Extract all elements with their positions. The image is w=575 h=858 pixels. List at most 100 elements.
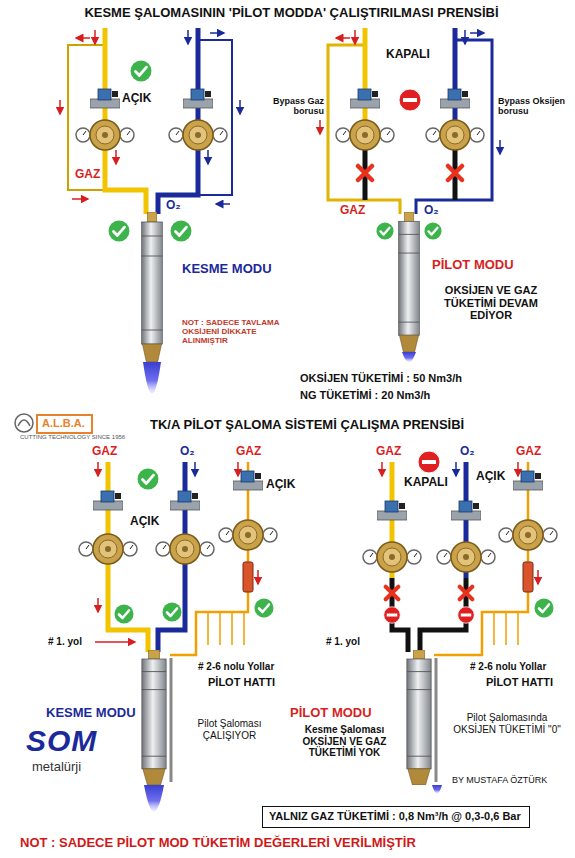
illustration-use xyxy=(448,166,462,180)
illustration-path xyxy=(210,32,224,34)
illustration-path xyxy=(95,641,135,643)
illustration-path xyxy=(187,30,189,44)
illustration-path xyxy=(143,362,161,394)
illustration-use xyxy=(131,61,152,82)
illustration-use xyxy=(171,221,192,242)
illustration-use xyxy=(142,212,163,362)
illustration-path xyxy=(216,203,230,205)
state-label: AÇIK xyxy=(122,92,151,106)
illustration-use xyxy=(169,120,227,150)
oxygen-label: O₂ xyxy=(180,445,195,459)
illustration-use xyxy=(440,89,470,108)
illustration-path xyxy=(257,570,259,584)
author-credit: BY MUSTAFA ÖZTÜRK xyxy=(452,775,547,785)
illustration-use xyxy=(535,599,554,618)
illustration-use xyxy=(377,501,407,520)
box-text: A.L.B.A. xyxy=(42,417,87,430)
illustration-use xyxy=(513,471,543,490)
illustration-rect xyxy=(243,562,253,592)
torch-note: Pilot Şalomasında OKSİJEN TÜKETİMİ "0" xyxy=(444,712,570,735)
page-title: KESME ŞALOMASININ 'PİLOT MODDA' ÇALIŞTIR… xyxy=(4,6,575,21)
gas-label: GAZ xyxy=(236,445,261,459)
illustration-path xyxy=(144,785,164,812)
illustration-path xyxy=(194,462,196,476)
alba-logo-mark xyxy=(15,414,33,432)
path-label: # 1. yol xyxy=(48,636,82,648)
illustration-circle xyxy=(15,414,33,432)
illustration-path xyxy=(499,140,501,154)
oxygen-label: O₂ xyxy=(424,204,439,218)
path-label: # 2-6 nolu Yollar xyxy=(198,661,274,673)
illustration-use xyxy=(138,469,159,490)
gas-label: GAZ xyxy=(340,204,365,218)
illustration-use xyxy=(384,607,401,624)
state-label: AÇIK xyxy=(266,478,295,492)
illustration-use xyxy=(424,222,441,239)
illustration-use xyxy=(336,120,394,150)
illustration-use xyxy=(363,542,421,572)
bottom-left-pipes xyxy=(79,462,277,812)
illustration-path xyxy=(72,198,88,200)
torch-note: Kesme Şaloması OKSİJEN VE GAZ TÜKETİMİ Y… xyxy=(292,724,397,759)
illustration-path xyxy=(237,462,239,476)
illustration-path xyxy=(336,37,350,39)
torch-note: Pilot Şaloması ÇALIŞIYOR xyxy=(182,718,277,741)
illustration-use xyxy=(399,212,420,352)
illustration-use xyxy=(163,603,182,622)
illustration-path xyxy=(402,352,416,362)
illustration-path xyxy=(354,30,356,44)
illustration-path xyxy=(464,30,466,44)
illustration-path xyxy=(470,32,484,34)
gas-label: GAZ xyxy=(92,445,117,459)
illustration-path xyxy=(115,150,117,164)
illustration-use xyxy=(109,221,130,242)
logo-tagline: CUTTING TECHNOLOGY SINCE 1956 xyxy=(20,434,125,441)
consumption-note: OKSİJEN VE GAZ TÜKETİMİ DEVAM EDİYOR xyxy=(432,284,550,322)
illustration-use xyxy=(426,120,484,150)
gas-label: GAZ xyxy=(516,445,541,459)
illustration-path xyxy=(18,420,30,426)
illustration-line xyxy=(435,658,438,782)
illustration-use xyxy=(115,605,134,624)
illustration-path xyxy=(97,598,99,612)
illustration-use xyxy=(437,542,495,572)
bypass-label: Bypass Gaz borusu xyxy=(266,96,324,117)
line-label: PİLOT HATTI xyxy=(208,676,275,689)
illustration-path xyxy=(94,30,96,44)
illustration-use xyxy=(233,471,263,490)
state-label: AÇIK xyxy=(130,515,159,529)
gas-label: GAZ xyxy=(74,168,101,182)
illustration-path xyxy=(198,40,232,195)
line-label: PİLOT HATTI xyxy=(486,676,553,689)
box-text: YALNIZ GAZ TÜKETİMİ : 0,8 Nm³/h @ 0,3-0,… xyxy=(269,810,523,823)
illustration-use xyxy=(90,89,120,108)
bottom-right-pipes xyxy=(363,451,557,794)
mode-label: PİLOT MODU xyxy=(290,706,372,721)
illustration-use xyxy=(255,599,274,618)
path-label: # 2-6 nolu Yollar xyxy=(470,661,546,673)
illustration-path xyxy=(319,120,321,134)
illustration-use xyxy=(407,650,431,785)
bypass-label: Bypass Oksijen borusu xyxy=(498,96,570,117)
illustration-use xyxy=(219,520,277,550)
illustration-use xyxy=(399,89,421,111)
illustration-use xyxy=(350,89,380,108)
gas-label: GAZ xyxy=(376,445,401,459)
brand-subtitle: metalürji xyxy=(32,760,81,775)
footer-note: NOT : SADECE PİLOT MOD TÜKETİM DEĞERLERİ… xyxy=(20,836,416,851)
illustration-use xyxy=(451,501,481,520)
illustration-use xyxy=(93,491,123,510)
illustration-path xyxy=(68,45,105,190)
illustration-path xyxy=(455,462,457,476)
oxygen-label: O₂ xyxy=(166,199,181,213)
note-text: NOT : SADECE TAVLAMA OKSİJENİ DİKKATE AL… xyxy=(182,318,297,346)
section-title: TK/A PİLOT ŞALOMA SİSTEMİ ÇALIŞMA PRENSİ… xyxy=(150,418,464,433)
illustration-path xyxy=(517,462,519,476)
illustration-use xyxy=(460,587,473,600)
state-label: AÇIK xyxy=(476,470,505,484)
illustration-use xyxy=(499,520,557,550)
illustration-path xyxy=(97,462,99,476)
illustration-use xyxy=(76,120,134,150)
illustration-path xyxy=(494,612,518,645)
illustration-path xyxy=(208,612,244,645)
